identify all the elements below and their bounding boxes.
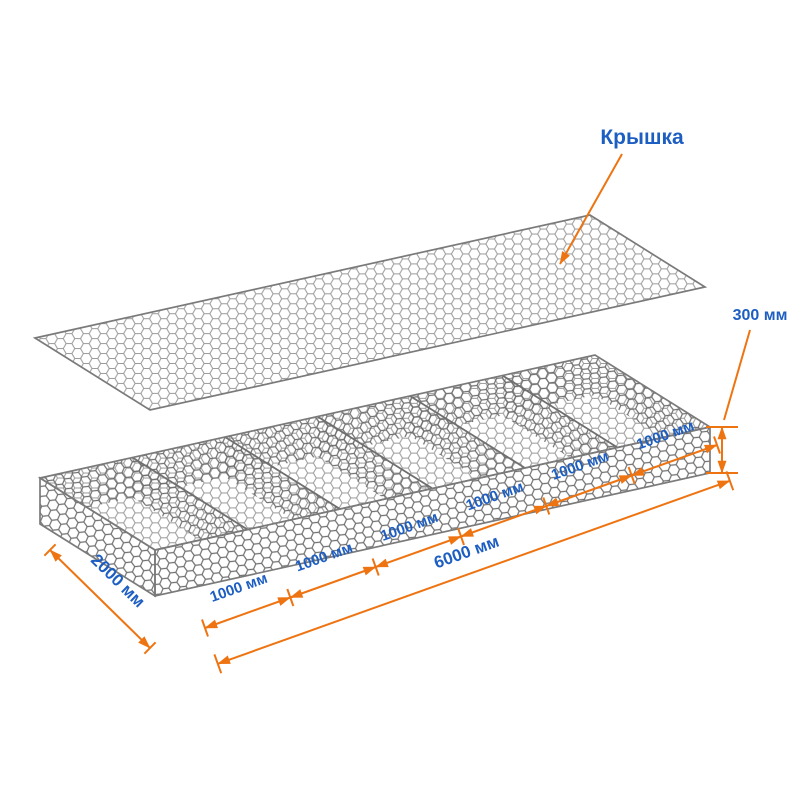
lid-mesh-panel [35,215,705,410]
box-left-face-edge [39,476,156,598]
divider-top-edge [317,415,433,490]
lid [32,214,708,411]
divider-top-edge [409,395,526,469]
width-dimension-line [49,549,151,649]
height-label: 300 мм [733,307,788,324]
divider-top-edge [502,374,618,449]
lid-panel-edge [32,214,708,411]
cell-dimension-arrow [631,444,718,477]
lid-label: Крышка [600,126,684,149]
lid-leader-arrow [559,153,623,265]
total-length-dimension-line [217,479,731,665]
height-leader [723,329,751,421]
